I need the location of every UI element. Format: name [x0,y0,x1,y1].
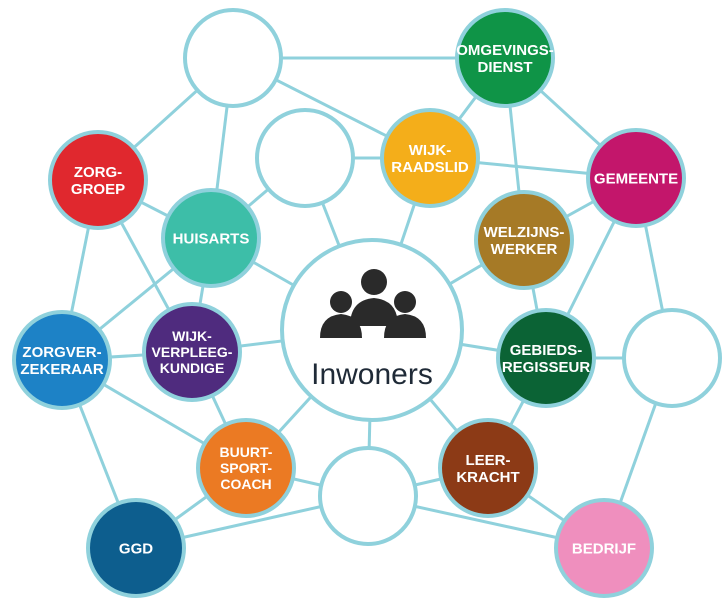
node-label-wijkverpleegkundige-2: KUNDIGE [160,360,225,376]
node-circle-wijkverpleegkundige [142,302,242,402]
node-label-zorggroep-1: GROEP [71,181,125,198]
node-circle-bedrijf [554,498,654,598]
node-zorgverzekeraar: ZORGVER-ZEKERAAR [12,310,112,410]
node-wijkverpleegkundige: WIJK-VERPLEEG-KUNDIGE [142,302,242,402]
node-label-buurtsportcoach-1: SPORT- [220,460,272,476]
node-label-zorgverzekeraar-0: ZORGVER- [22,344,101,361]
node-circle-buurtsportcoach [196,418,296,518]
center-label: Inwoners [311,358,433,391]
node-label-buurtsportcoach-0: BUURT- [220,444,273,460]
node-label-buurtsportcoach-2: COACH [220,476,271,492]
node-circle-empty-right [622,308,722,408]
node-buurtsportcoach: BUURT-SPORT-COACH [196,418,296,518]
node-label-welzijnswerker-1: WERKER [491,241,558,258]
people-group-icon [320,269,426,338]
node-label-omgevingsdienst-1: DIENST [477,59,532,76]
node-label-welzijnswerker-0: WELZIJNS- [484,224,565,241]
node-circle-empty-mid-left [255,108,355,208]
node-empty-top [183,8,283,108]
node-empty-mid-left [255,108,355,208]
node-omgevingsdienst: OMGEVINGS-DIENST [455,8,555,108]
center-circle [280,238,464,422]
node-label-bedrijf-0: BEDRIJF [572,540,636,557]
node-circle-omgevingsdienst [455,8,555,108]
node-bedrijf: BEDRIJF [554,498,654,598]
node-label-wijkverpleegkundige-1: VERPLEEG- [152,344,233,360]
center-node: Inwoners [280,238,464,422]
node-label-zorggroep-0: ZORG- [74,164,122,181]
node-label-gemeente-0: GEMEENTE [594,170,678,187]
node-label-wijkraadslid-0: WIJK- [409,142,452,159]
node-circle-empty-bottom [318,446,418,546]
node-circle-gemeente [586,128,686,228]
node-ggd: GGD [86,498,186,598]
nodes-layer: OMGEVINGS-DIENSTZORG-GROEPWIJK-RAADSLIDG… [12,8,722,598]
node-welzijnswerker: WELZIJNS-WERKER [474,190,574,290]
node-wijkraadslid: WIJK-RAADSLID [380,108,480,208]
node-circle-gebiedsregisseur [496,308,596,408]
node-label-leerkracht-0: LEER- [466,452,511,469]
node-circle-leerkracht [438,418,538,518]
node-zorggroep: ZORG-GROEP [48,130,148,230]
node-circle-zorggroep [48,130,148,230]
node-label-omgevingsdienst-0: OMGEVINGS- [456,42,554,59]
node-label-wijkverpleegkundige-0: WIJK- [172,328,212,344]
node-label-wijkraadslid-1: RAADSLID [391,159,469,176]
node-gemeente: GEMEENTE [586,128,686,228]
node-label-leerkracht-1: KRACHT [456,469,519,486]
node-label-gebiedsregisseur-0: GEBIEDS- [510,342,583,359]
node-circle-ggd [86,498,186,598]
node-label-ggd-0: GGD [119,540,153,557]
node-circle-wijkraadslid [380,108,480,208]
node-circle-welzijnswerker [474,190,574,290]
node-gebiedsregisseur: GEBIEDS-REGISSEUR [496,308,596,408]
node-circle-zorgverzekeraar [12,310,112,410]
node-label-zorgverzekeraar-1: ZEKERAAR [20,361,104,378]
node-label-huisarts-0: HUISARTS [173,230,250,247]
node-circle-empty-top [183,8,283,108]
node-circle-huisarts [161,188,261,288]
node-empty-bottom [318,446,418,546]
node-leerkracht: LEER-KRACHT [438,418,538,518]
node-label-gebiedsregisseur-1: REGISSEUR [502,359,591,376]
node-empty-right [622,308,722,408]
node-huisarts: HUISARTS [161,188,261,288]
